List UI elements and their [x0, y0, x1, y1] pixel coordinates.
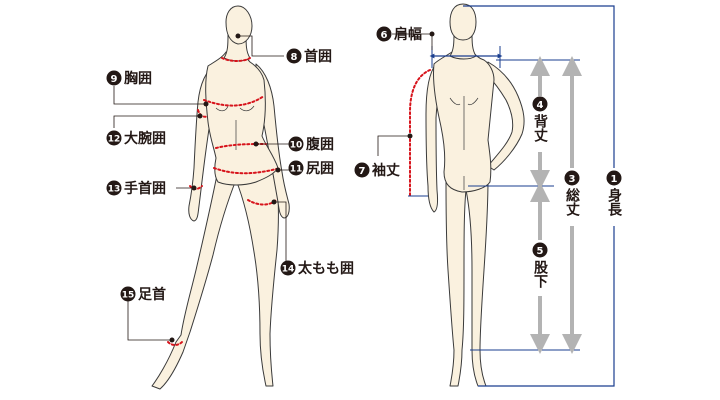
badge-4: [532, 96, 548, 112]
label-height: 1 身長: [604, 168, 624, 226]
badge-3-number: 3: [569, 174, 576, 185]
chest-circumference-line: [203, 95, 265, 107]
front-head: [225, 5, 253, 45]
label-9-text: 胸囲: [124, 70, 152, 87]
label-15-text: 足首: [138, 286, 166, 303]
front-figure: [151, 5, 290, 390]
badge-15: [120, 286, 136, 302]
badge-1-number: 1: [611, 174, 618, 185]
label-upper-arm-circumference: 12 大腕囲: [106, 130, 166, 147]
label-neck-circumference: 8 首囲: [286, 48, 332, 65]
label-8-text: 首囲: [304, 48, 332, 65]
badge-5-number: 5: [537, 246, 544, 257]
badge-12: [106, 130, 122, 146]
badge-1: [606, 170, 622, 186]
label-total-length: 3 総丈: [562, 168, 582, 226]
ankle-circumference-line: [167, 341, 183, 346]
label-chest-circumference: 9 胸囲: [106, 70, 152, 87]
badge-9: [106, 70, 122, 86]
badge-11: [288, 160, 304, 176]
label-waist-circumference: 10 腹囲: [288, 136, 334, 153]
badge-4-number: 4: [537, 100, 544, 111]
label-11-text: 尻囲: [306, 161, 334, 177]
badge-7: [354, 162, 370, 178]
badge-10: [288, 136, 304, 152]
front-left-leg: [151, 169, 237, 390]
front-right-leg: [235, 169, 279, 387]
label-shoulder-width: 6 肩幅: [376, 26, 422, 43]
badge-13: [106, 180, 122, 196]
badge-12-number: 12: [108, 135, 121, 145]
badge-10-number: 10: [290, 141, 303, 151]
label-hip-circumference: 11 尻囲: [288, 160, 334, 177]
badge-3: [564, 170, 580, 186]
label-10-text: 腹囲: [306, 136, 334, 153]
label-3-text: 総丈: [564, 187, 580, 217]
badge-9-number: 9: [111, 74, 118, 85]
back-left-arm: [425, 63, 445, 213]
label-13-text: 手首囲: [124, 180, 166, 197]
label-4-text: 背丈: [532, 113, 548, 143]
front-torso: [205, 49, 279, 186]
badge-13-number: 13: [108, 185, 121, 195]
badge-14-number: 14: [282, 265, 295, 275]
label-7-text: 袖丈: [372, 162, 400, 179]
back-figure: [425, 3, 525, 387]
label-wrist-circumference: 13 手首囲: [106, 180, 166, 197]
label-12-text: 大腕囲: [124, 130, 166, 147]
label-inseam: 5 股下: [530, 240, 550, 296]
label-back-length: 4 背丈: [530, 96, 550, 152]
back-right-leg: [465, 179, 489, 387]
badge-6: [376, 26, 392, 42]
neck-circumference-line: [221, 57, 251, 62]
back-left-leg: [445, 179, 467, 387]
badge-8-number: 8: [291, 52, 298, 63]
badge-6-number: 6: [381, 30, 388, 41]
label-6-text: 肩幅: [394, 26, 422, 43]
badge-8: [286, 48, 302, 64]
label-sleeve-length: 7 袖丈: [354, 162, 400, 179]
label-14-text: 太もも囲: [298, 260, 354, 277]
label-ankle-circumference: 15 足首: [120, 286, 166, 303]
back-head: [449, 3, 477, 41]
badge-15-number: 15: [122, 291, 135, 301]
hip-circumference-line: [213, 167, 281, 175]
label-5-text: 股下: [532, 260, 548, 289]
sleeve-length-line: [408, 69, 431, 197]
label-thigh-circumference: 14 太もも囲: [280, 260, 354, 277]
badge-14: [280, 260, 296, 276]
label-1-text: 身長: [606, 187, 622, 217]
badge-5: [532, 242, 548, 258]
badge-11-number: 11: [290, 165, 303, 175]
badge-7-number: 7: [359, 166, 366, 177]
